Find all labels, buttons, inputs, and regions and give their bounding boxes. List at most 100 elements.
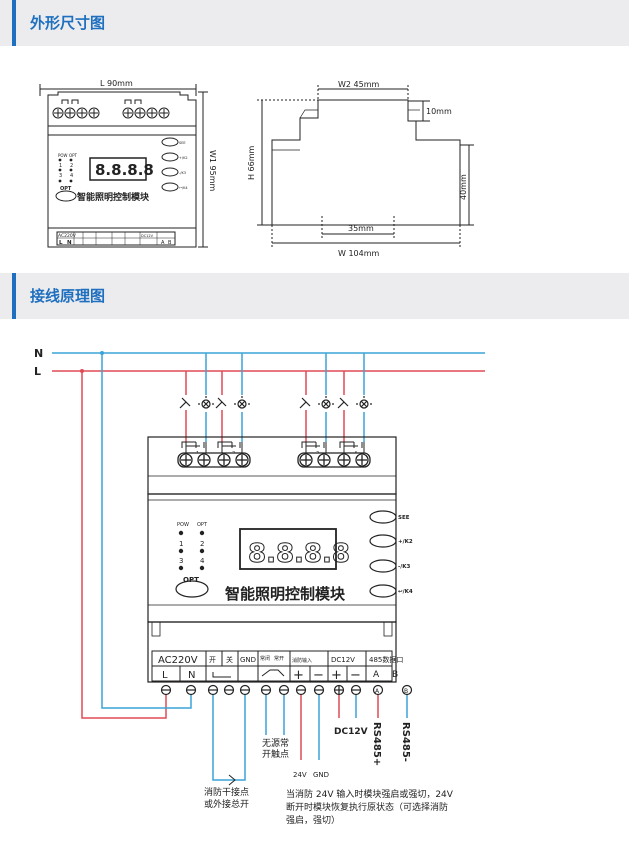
side-w-label: W 104mm (338, 249, 380, 258)
lamp-icon (234, 396, 250, 409)
module-button-4 (369, 584, 397, 598)
module-pow-label: POW (177, 522, 189, 528)
front-term-dc: DC12V (141, 234, 154, 238)
v24-label: 24V (293, 771, 307, 779)
screw-icon: A (372, 684, 384, 696)
dimension-drawing: L 90mm POW OPT 1 2 3 4 (39, 79, 474, 258)
module-btn3-label: -/K3 (398, 564, 411, 570)
side-inner-label: 35mm (348, 224, 374, 233)
wiring-diagram: N L (34, 347, 485, 826)
term-a: A (373, 670, 380, 680)
front-ch2: 2 (70, 163, 73, 169)
screw-icon (207, 684, 219, 696)
wire-l-feed (81, 371, 167, 719)
term-b: B (392, 670, 398, 680)
svg-text:B: B (404, 688, 408, 695)
side-top-label: 10mm (426, 107, 452, 116)
front-module-name: 智能照明控制模块 (77, 191, 150, 203)
module-buttons (369, 510, 397, 598)
front-btn3-label: -/K3 (179, 171, 186, 175)
rs485-plus-label: RS485+ (371, 722, 382, 766)
screw-icon (278, 684, 290, 696)
section-title: 外形尺寸图 (30, 14, 106, 32)
section-header-wiring: 接线原理图 (0, 273, 629, 319)
gnd-label: GND (313, 771, 329, 779)
switch-icon (215, 397, 227, 409)
module-body (147, 436, 397, 683)
front-height-label: W1 95mm (208, 150, 217, 192)
front-opt-button-label: OPT (60, 186, 72, 192)
note-line1: 当消防 24V 输入时模块强启或强切，24V (286, 788, 454, 800)
rs485-minus-label: RS485- (400, 722, 411, 762)
side-h-label: H 66mm (247, 145, 256, 180)
term-n: N (188, 670, 195, 681)
side-view: W2 45mm 10mm H 66mm 40mm 35mm W 104mm (247, 80, 474, 258)
screw-icon (317, 453, 331, 467)
screw-icon (179, 453, 193, 467)
module-opt-button-label: OPT (183, 576, 199, 584)
lamp-icon (356, 396, 372, 409)
screw-icon (355, 453, 369, 467)
front-term-n: N (67, 240, 72, 246)
section-accent-bar (12, 0, 16, 46)
svg-text:A: A (375, 688, 380, 695)
term-minus-1: − (313, 668, 324, 683)
note-line3: 强启，强切） (286, 814, 340, 826)
front-term-b: B (168, 240, 172, 246)
front-term-a: A (161, 240, 165, 246)
front-ch1: 1 (59, 163, 62, 169)
front-display (89, 157, 147, 181)
front-ch4: 4 (70, 173, 73, 179)
dry-contact-line1: 无源常 (262, 737, 289, 749)
module-name: 智能照明控制模块 (225, 585, 346, 603)
module-display-digits: 8.8.8.8 (248, 539, 350, 569)
module-ch3: 3 (179, 557, 183, 565)
switch-and-lamp-symbols (179, 396, 372, 409)
term-dc12: DC12V (331, 656, 355, 664)
module-ch1: 1 (179, 540, 183, 548)
front-term-ac: AC220V (58, 233, 77, 239)
screw-icon (313, 684, 325, 696)
module-button-3 (369, 559, 397, 573)
module-display (239, 528, 337, 570)
line-n-label: N (34, 347, 43, 360)
terminal-strip (151, 650, 393, 682)
dc12v-label: DC12V (334, 727, 368, 737)
switch-icon (179, 397, 191, 409)
screw-icon (333, 684, 345, 696)
screw-icon (160, 684, 172, 696)
term-plus-1: + (293, 668, 304, 683)
front-view: L 90mm POW OPT 1 2 3 4 (39, 79, 217, 248)
section-title: 接线原理图 (30, 287, 106, 305)
front-term-l: L (59, 240, 63, 246)
term-minus-2: − (350, 668, 361, 683)
module-ch4: 4 (200, 557, 205, 565)
term-fire: 消防输入 (292, 657, 312, 664)
screw-icon (239, 684, 251, 696)
term-close: 关 (226, 655, 233, 664)
module-opt-label: OPT (197, 522, 208, 528)
section-accent-bar (12, 273, 16, 319)
fire-dry-line2: 或外接总开 (204, 798, 249, 810)
front-opt-label: OPT (69, 153, 78, 158)
term-ac220: AC220V (158, 655, 198, 666)
wire-n-feed (101, 353, 192, 709)
line-l-label: L (34, 365, 41, 378)
relay-brackets (181, 441, 363, 448)
front-opt-button (55, 190, 77, 202)
front-pow-label: POW (58, 153, 68, 158)
lamp-icon (198, 396, 214, 409)
front-btn1-label: SEE (179, 141, 186, 145)
screw-icon (197, 453, 211, 467)
screw-icon (217, 453, 231, 467)
module-btn4-label: ↩/K4 (398, 589, 413, 595)
switch-icon (299, 397, 311, 409)
front-width-label: L 90mm (100, 79, 133, 88)
term-open: 开 (209, 656, 216, 664)
term-gnd: GND (240, 656, 256, 664)
module-ch2: 2 (200, 540, 204, 548)
screw-icon (350, 684, 362, 696)
screw-icon (235, 453, 249, 467)
note-line2: 断开时模块恢复执行原状态（可选择消防 (286, 801, 448, 813)
relay-terminals (177, 452, 371, 468)
